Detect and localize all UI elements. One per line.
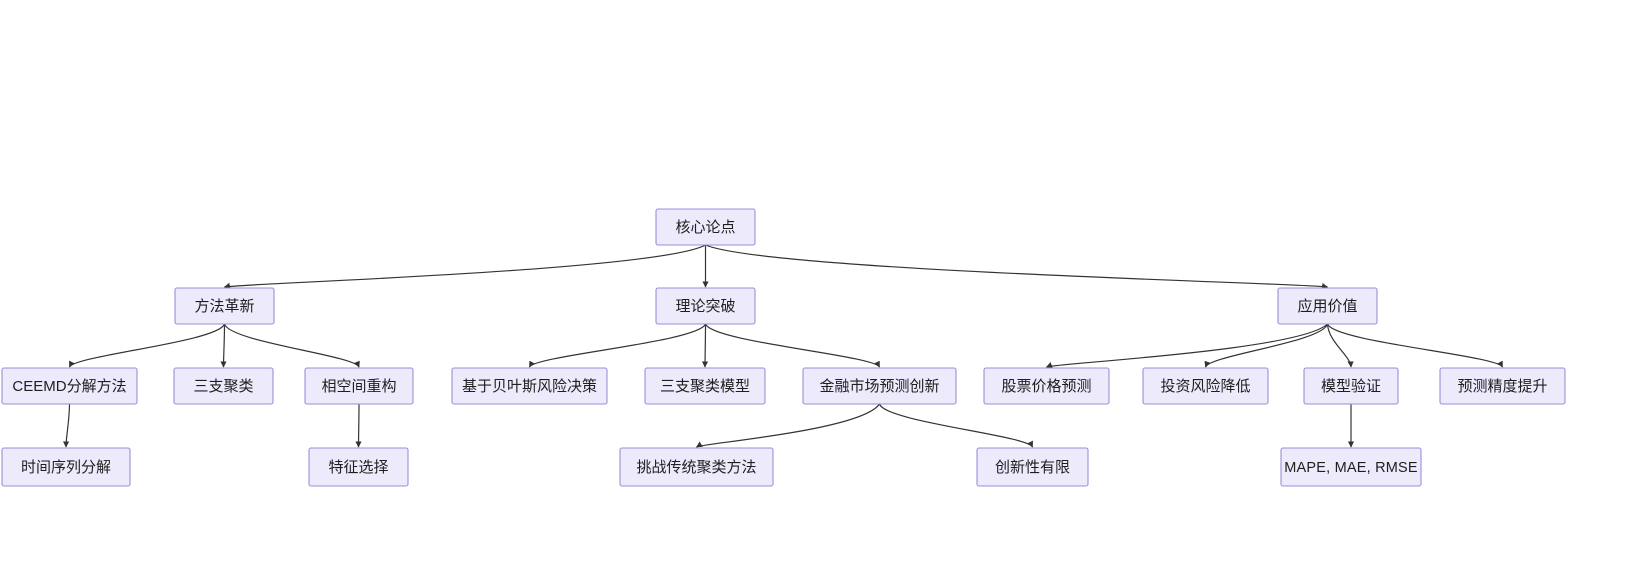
flow-edge: [223, 323, 360, 368]
flow-edge: [695, 403, 880, 448]
flow-node-box[interactable]: [1277, 287, 1378, 325]
flow-node[interactable]: 模型验证: [1303, 367, 1399, 405]
flow-edge: [62, 403, 71, 448]
flow-edge: [68, 323, 226, 368]
flow-node-box[interactable]: [1280, 447, 1422, 487]
flow-node[interactable]: 创新性有限: [976, 447, 1089, 487]
flow-node-box[interactable]: [451, 367, 608, 405]
flow-node-box[interactable]: [1, 447, 131, 487]
flow-edge: [704, 323, 881, 368]
flow-node-box[interactable]: [976, 447, 1089, 487]
flow-node-box[interactable]: [304, 367, 414, 405]
flow-node[interactable]: 基于贝叶斯风险决策: [451, 367, 608, 405]
flow-node-box[interactable]: [655, 208, 756, 246]
flow-edge: [1204, 323, 1329, 368]
flow-node-box[interactable]: [1, 367, 138, 405]
flow-node-box[interactable]: [174, 287, 275, 325]
flow-node-box[interactable]: [983, 367, 1110, 405]
flow-edge: [701, 323, 709, 368]
flow-node[interactable]: 投资风险降低: [1142, 367, 1269, 405]
flow-node[interactable]: 股票价格预测: [983, 367, 1110, 405]
flow-node[interactable]: 方法革新: [174, 287, 275, 325]
flow-node-box[interactable]: [644, 367, 766, 405]
flow-node[interactable]: 相空间重构: [304, 367, 414, 405]
edge-layer: [62, 244, 1504, 448]
flow-node-box[interactable]: [802, 367, 957, 405]
flow-edge: [1045, 323, 1328, 368]
flow-edge: [878, 403, 1034, 448]
flow-node-box[interactable]: [308, 447, 409, 487]
node-layer: 核心论点方法革新 理论突破 应用价值 CEEMD分解方法三支聚类相空间重构基于贝叶斯风…: [1, 208, 1566, 487]
flow-node[interactable]: CEEMD分解方法: [1, 367, 138, 405]
flow-node-box[interactable]: [619, 447, 774, 487]
flow-node[interactable]: MAPE, MAE, RMSE: [1280, 447, 1422, 487]
flow-node[interactable]: 时间序列分解: [1, 447, 131, 487]
flow-edge: [1326, 323, 1354, 368]
flow-node-box[interactable]: [1439, 367, 1566, 405]
flow-node-box[interactable]: [1303, 367, 1399, 405]
flow-node-box[interactable]: [1142, 367, 1269, 405]
flow-node-box[interactable]: [173, 367, 274, 405]
flow-node[interactable]: 预测精度提升: [1439, 367, 1566, 405]
flow-node[interactable]: 三支聚类: [173, 367, 274, 405]
flow-node[interactable]: 挑战传统聚类方法: [619, 447, 774, 487]
flow-edge: [220, 323, 227, 368]
flow-node[interactable]: 核心论点: [655, 208, 756, 246]
flow-edge: [705, 244, 1329, 290]
flow-node[interactable]: 特征选择: [308, 447, 409, 487]
flow-node[interactable]: 理论突破: [655, 287, 756, 325]
flow-edge: [355, 403, 362, 448]
flow-edge: [1326, 323, 1504, 368]
flow-edge: [528, 323, 707, 368]
flow-node-box[interactable]: [655, 287, 756, 325]
flow-node[interactable]: 金融市场预测创新: [802, 367, 957, 405]
flow-node[interactable]: 应用价值: [1277, 287, 1378, 325]
flow-edge: [223, 244, 706, 289]
flow-node[interactable]: 三支聚类模型: [644, 367, 766, 405]
